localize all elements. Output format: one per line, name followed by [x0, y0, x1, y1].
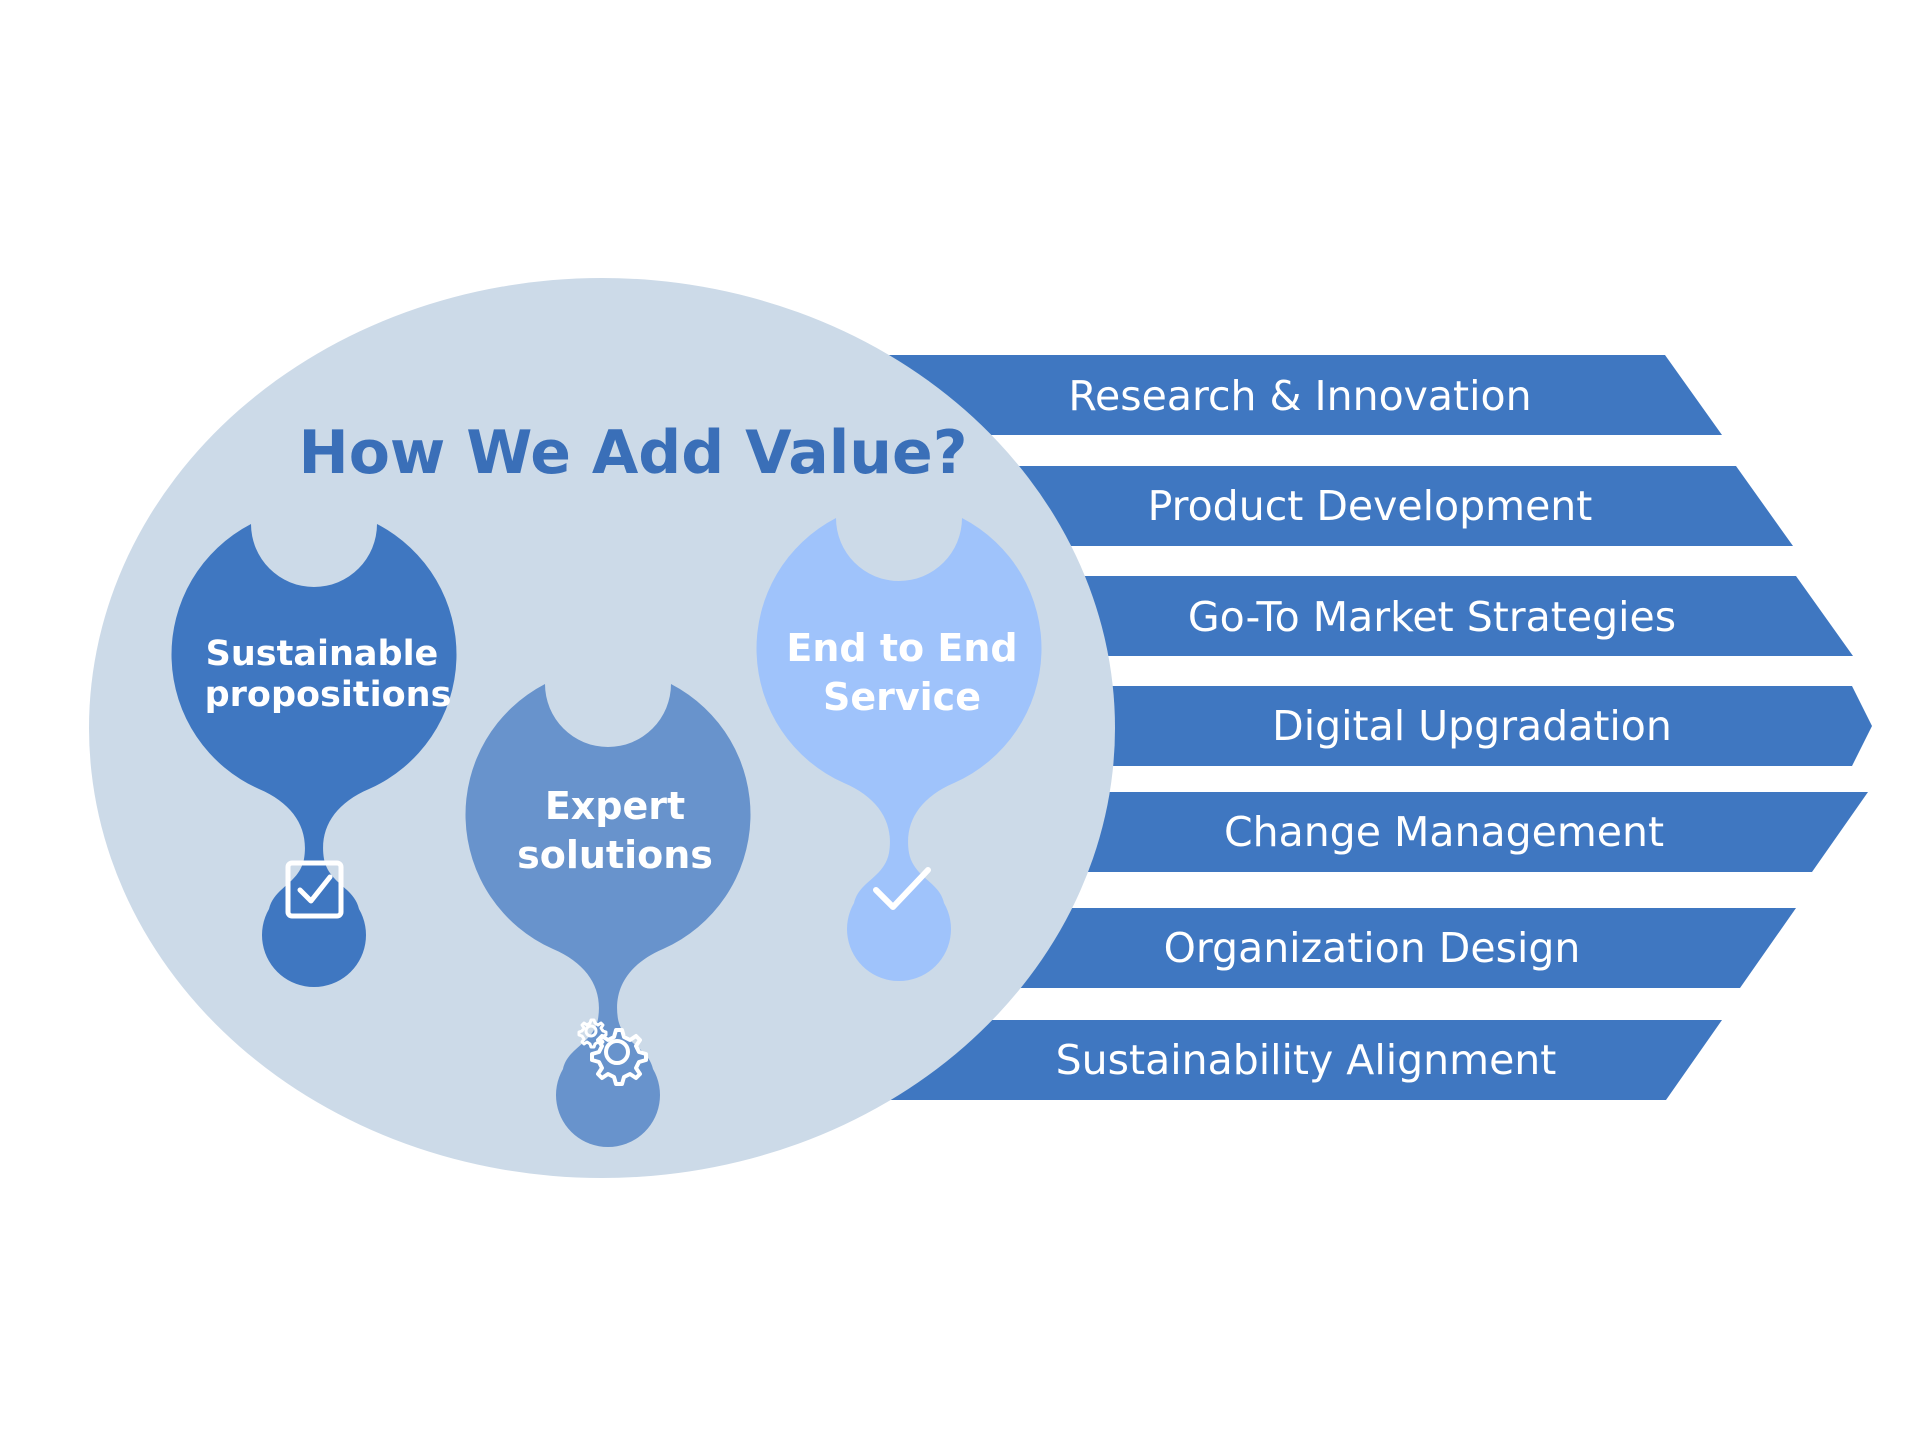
banner-label: Product Development [1148, 482, 1593, 530]
banner-label: Sustainability Alignment [1056, 1036, 1557, 1084]
gears-icon [577, 1018, 648, 1086]
banner-shape [970, 466, 1793, 546]
banner-shape [1030, 576, 1853, 656]
drop-label-line1: Expert [545, 784, 685, 828]
drop-label-line2: propositions [205, 675, 452, 715]
banner-product-development: Product Development [970, 466, 1793, 546]
banner-organization-design: Organization Design [970, 908, 1796, 988]
drop-label-line1: Sustainable [206, 634, 439, 674]
drop-label-line2: solutions [517, 833, 713, 877]
banner-shape [870, 1020, 1722, 1100]
banner-research-innovation: Research & Innovation [870, 355, 1722, 435]
banner-sustainability-alignment: Sustainability Alignment [870, 1020, 1722, 1100]
banner-label: Go-To Market Strategies [1188, 593, 1676, 641]
banner-go-to-market: Go-To Market Strategies [1030, 576, 1853, 656]
drop-end-to-end-service: End to End Service [756, 518, 1042, 982]
checkbox-icon [285, 860, 344, 919]
checkmark-icon [873, 867, 931, 910]
drop-expert-solutions: Expert solutions [465, 684, 751, 1148]
banner-shape [1060, 686, 1872, 766]
drop-sustainable-propositions: Sustainable propositions [171, 524, 457, 988]
banner-digital-upgradation: Digital Upgradation [1060, 686, 1872, 766]
banner-label: Digital Upgradation [1272, 702, 1672, 750]
banner-list: Research & Innovation Product Developmen… [870, 355, 1872, 1100]
banner-change-management: Change Management [1030, 792, 1868, 872]
banner-shape [970, 908, 1796, 988]
drop-label-line1: End to End [786, 626, 1017, 670]
banner-label: Research & Innovation [1068, 372, 1531, 420]
drop-label-line2: Service [823, 675, 981, 719]
banner-shape [1030, 792, 1868, 872]
banner-label: Change Management [1224, 808, 1664, 856]
diagram-title: How We Add Value? [298, 418, 967, 488]
banner-shape [870, 355, 1722, 435]
banner-label: Organization Design [1164, 924, 1581, 972]
